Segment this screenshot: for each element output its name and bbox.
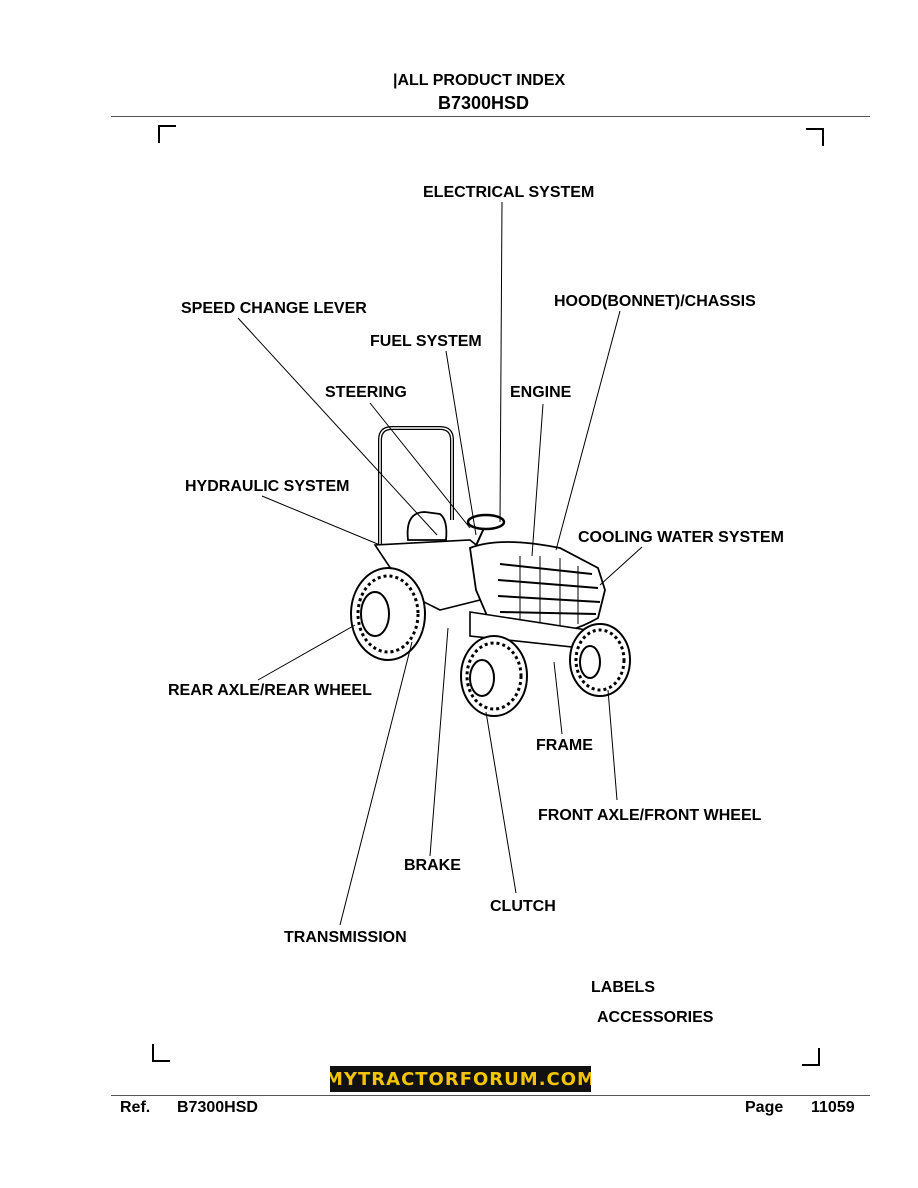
link-labels[interactable]: LABELS [591,979,655,996]
bottom-divider [111,1095,870,1096]
link-brake[interactable]: BRAKE [404,857,461,874]
crop-mark-top-right [806,128,824,146]
model-title: B7300HSD [438,93,530,113]
link-accessories[interactable]: ACCESSORIES [597,1009,714,1026]
link-hydraulic-system[interactable]: HYDRAULIC SYSTEM [185,478,350,495]
link-front-axle-front-wheel[interactable]: FRONT AXLE/FRONT WHEEL [538,807,762,824]
mytractorforum-logo: MYTRACTORFORUM.COM [330,1066,591,1092]
link-fuel-system[interactable]: FUEL SYSTEM [370,333,482,350]
crop-mark-bottom-left [152,1044,170,1062]
link-transmission[interactable]: TRANSMISSION [284,929,407,946]
link-engine[interactable]: ENGINE [510,384,572,401]
link-clutch[interactable]: CLUTCH [490,898,556,915]
tractor-illustration [350,426,631,717]
footer-ref-model: B7300HSD [177,1099,258,1116]
top-divider [111,116,870,117]
logo-text: MYTRACTORFORUM.COM [330,1068,591,1090]
link-steering[interactable]: STEERING [325,384,407,401]
link-electrical-system[interactable]: ELECTRICAL SYSTEM [423,184,595,201]
crop-mark-bottom-right [802,1048,820,1066]
index-title[interactable]: |ALL PRODUCT INDEX [393,72,566,89]
link-rear-axle-rear-wheel[interactable]: REAR AXLE/REAR WHEEL [168,682,372,699]
link-hood-chassis[interactable]: HOOD(BONNET)/CHASSIS [554,293,756,310]
crop-mark-top-left [158,125,176,143]
link-frame[interactable]: FRAME [536,737,593,754]
link-cooling-water-system[interactable]: COOLING WATER SYSTEM [578,529,784,546]
footer-page-label: Page [745,1099,784,1116]
link-speed-change-lever[interactable]: SPEED CHANGE LEVER [181,300,367,317]
footer-ref-label: Ref. [120,1099,151,1116]
footer-page-number: 11059 [811,1099,855,1116]
